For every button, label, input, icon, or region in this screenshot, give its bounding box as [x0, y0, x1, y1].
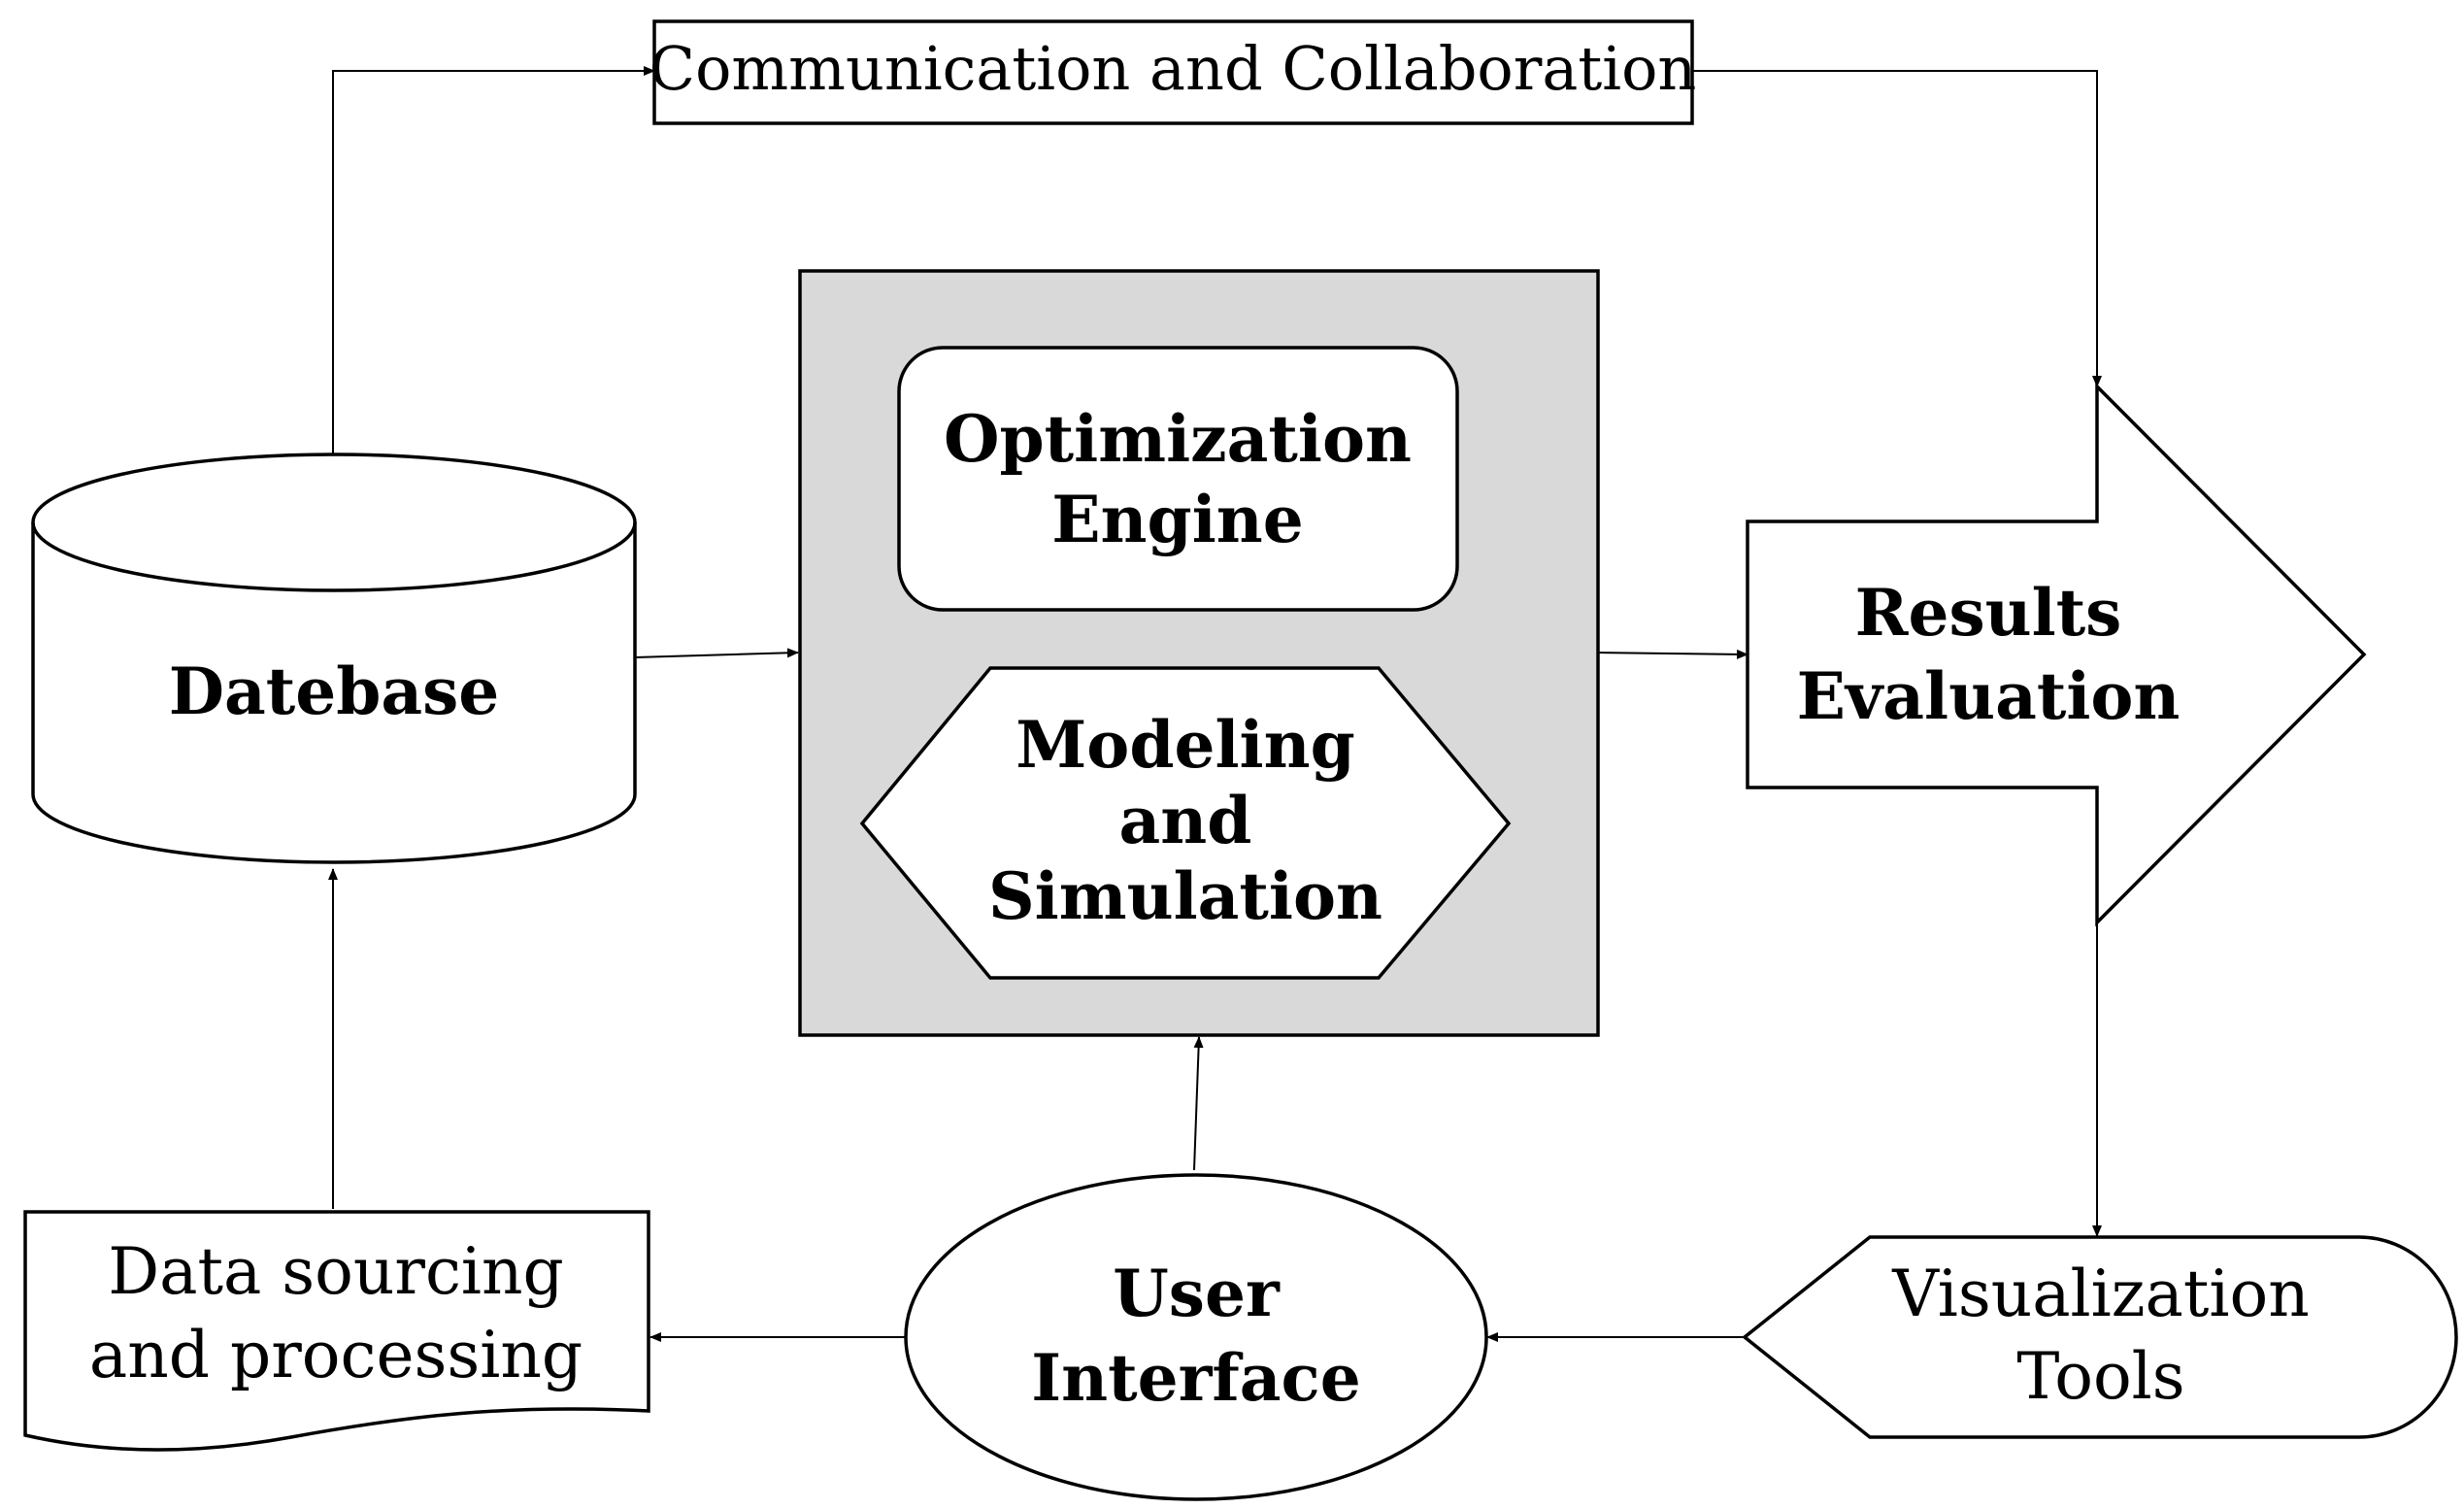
connectors — [328, 66, 2102, 1342]
database-node: Datebase — [31, 453, 637, 864]
database-label: Datebase — [169, 654, 500, 729]
edge-user-interface-to-core — [1193, 1036, 1204, 1171]
communication-node: Communication and Collaboration — [649, 19, 1697, 125]
visualization-label-line2: Tools — [2016, 1339, 2184, 1414]
user-interface-label-line1: User — [1113, 1256, 1281, 1331]
communication-label: Communication and Collaboration — [649, 33, 1697, 104]
modeling-simulation-node: Modeling and Simulation — [859, 666, 1512, 980]
modeling-label-line2: and — [1119, 783, 1252, 858]
edge-database-to-communication — [332, 66, 655, 454]
optimization-engine-label-line2: Engine — [1051, 482, 1304, 557]
visualization-label-line1: Visualization — [1891, 1257, 2310, 1331]
optimization-engine-node: Optimization Engine — [897, 346, 1459, 612]
user-interface-node: User Interface — [904, 1173, 1488, 1501]
data-sourcing-node: Data sourcing and processing — [23, 1210, 650, 1452]
user-interface-label-line2: Interface — [1031, 1340, 1360, 1416]
results-label-line1: Results — [1855, 575, 2122, 651]
edge-core-to-results — [1597, 649, 1748, 659]
data-sourcing-label-line1: Data sourcing — [108, 1234, 564, 1309]
core-box: Optimization Engine Modeling and Simulat… — [798, 269, 1600, 1037]
edge-communication-to-results — [1692, 70, 2102, 387]
results-evaluation-node: Results Evaluation — [1746, 382, 2367, 927]
results-label-line2: Evaluation — [1797, 658, 2181, 734]
optimization-engine-label-line1: Optimization — [944, 401, 1412, 477]
edge-database-to-core — [634, 648, 799, 658]
data-sourcing-label-line2: and processing — [89, 1318, 583, 1392]
visualization-tools-node: Visualization Tools — [1742, 1235, 2458, 1439]
modeling-label-line1: Modeling — [1016, 707, 1355, 783]
modeling-label-line3: Simulation — [988, 858, 1382, 934]
